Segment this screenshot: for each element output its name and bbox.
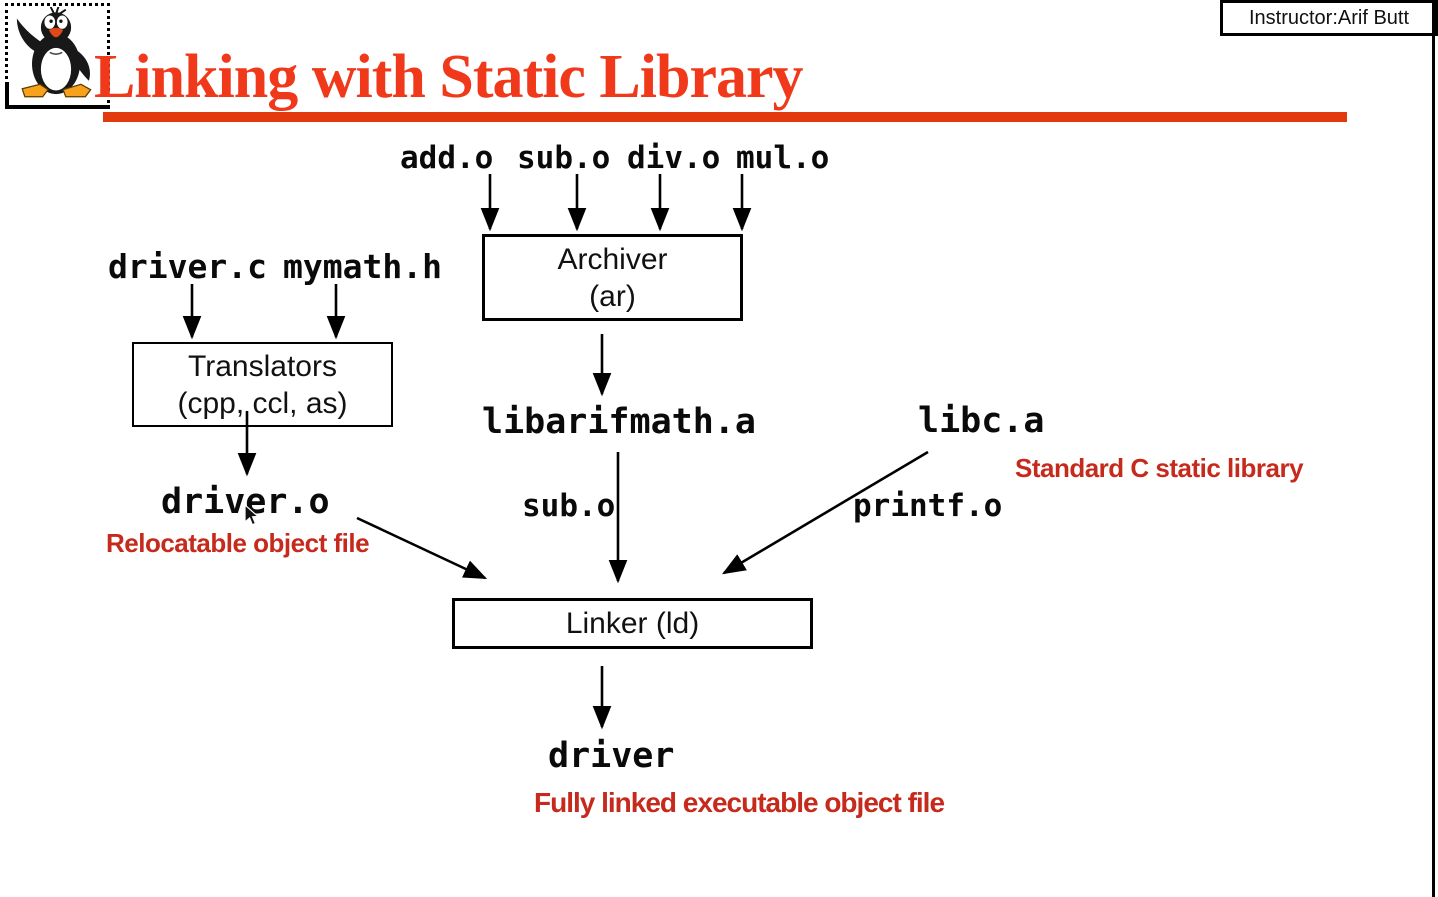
label-printf-o: printf.o [853,488,1003,524]
label-add-o: add.o [400,140,494,176]
fully-linked-caption: Fully linked executable object file [534,787,945,818]
archiver-label: Archiver [557,242,668,276]
label-mul-o: mul.o [736,140,830,176]
archiver-box: Archiver (ar) [482,234,743,321]
label-driver-o: driver.o [161,482,330,522]
archiver-sublabel: (ar) [589,279,636,313]
tux-logo-box [5,3,110,109]
label-driver-c: driver.c [108,247,267,286]
penguin-icon [16,7,92,98]
label-member-sub-o: sub.o [522,488,616,524]
title-underline [103,112,1347,122]
page-title: Linking with Static Library [94,43,803,111]
label-mymath-h: mymath.h [283,247,442,286]
arrow-drivero-to-linker [356,516,488,580]
logo-solid-border-bottom [5,105,110,109]
linker-label: Linker (ld) [565,606,700,640]
label-libarifmath-a: libarifmath.a [482,402,756,442]
label-driver-executable: driver [548,736,675,776]
translators-label: Translators [188,349,337,383]
standard-c-caption: Standard C static library [1015,453,1304,483]
label-div-o: div.o [627,140,721,176]
linker-box: Linker (ld) [452,598,813,649]
label-libc-a: libc.a [918,401,1045,441]
label-sub-o: sub.o [517,140,611,176]
instructor-badge: Instructor:Arif Butt [1220,0,1438,36]
logo-solid-border-left [5,82,9,109]
relocatable-caption: Relocatable object file [106,528,370,558]
translators-box: Translators (cpp, ccl, as) [132,342,393,427]
translators-sublabel: (cpp, ccl, as) [177,386,348,420]
slide-right-border [1432,0,1435,897]
